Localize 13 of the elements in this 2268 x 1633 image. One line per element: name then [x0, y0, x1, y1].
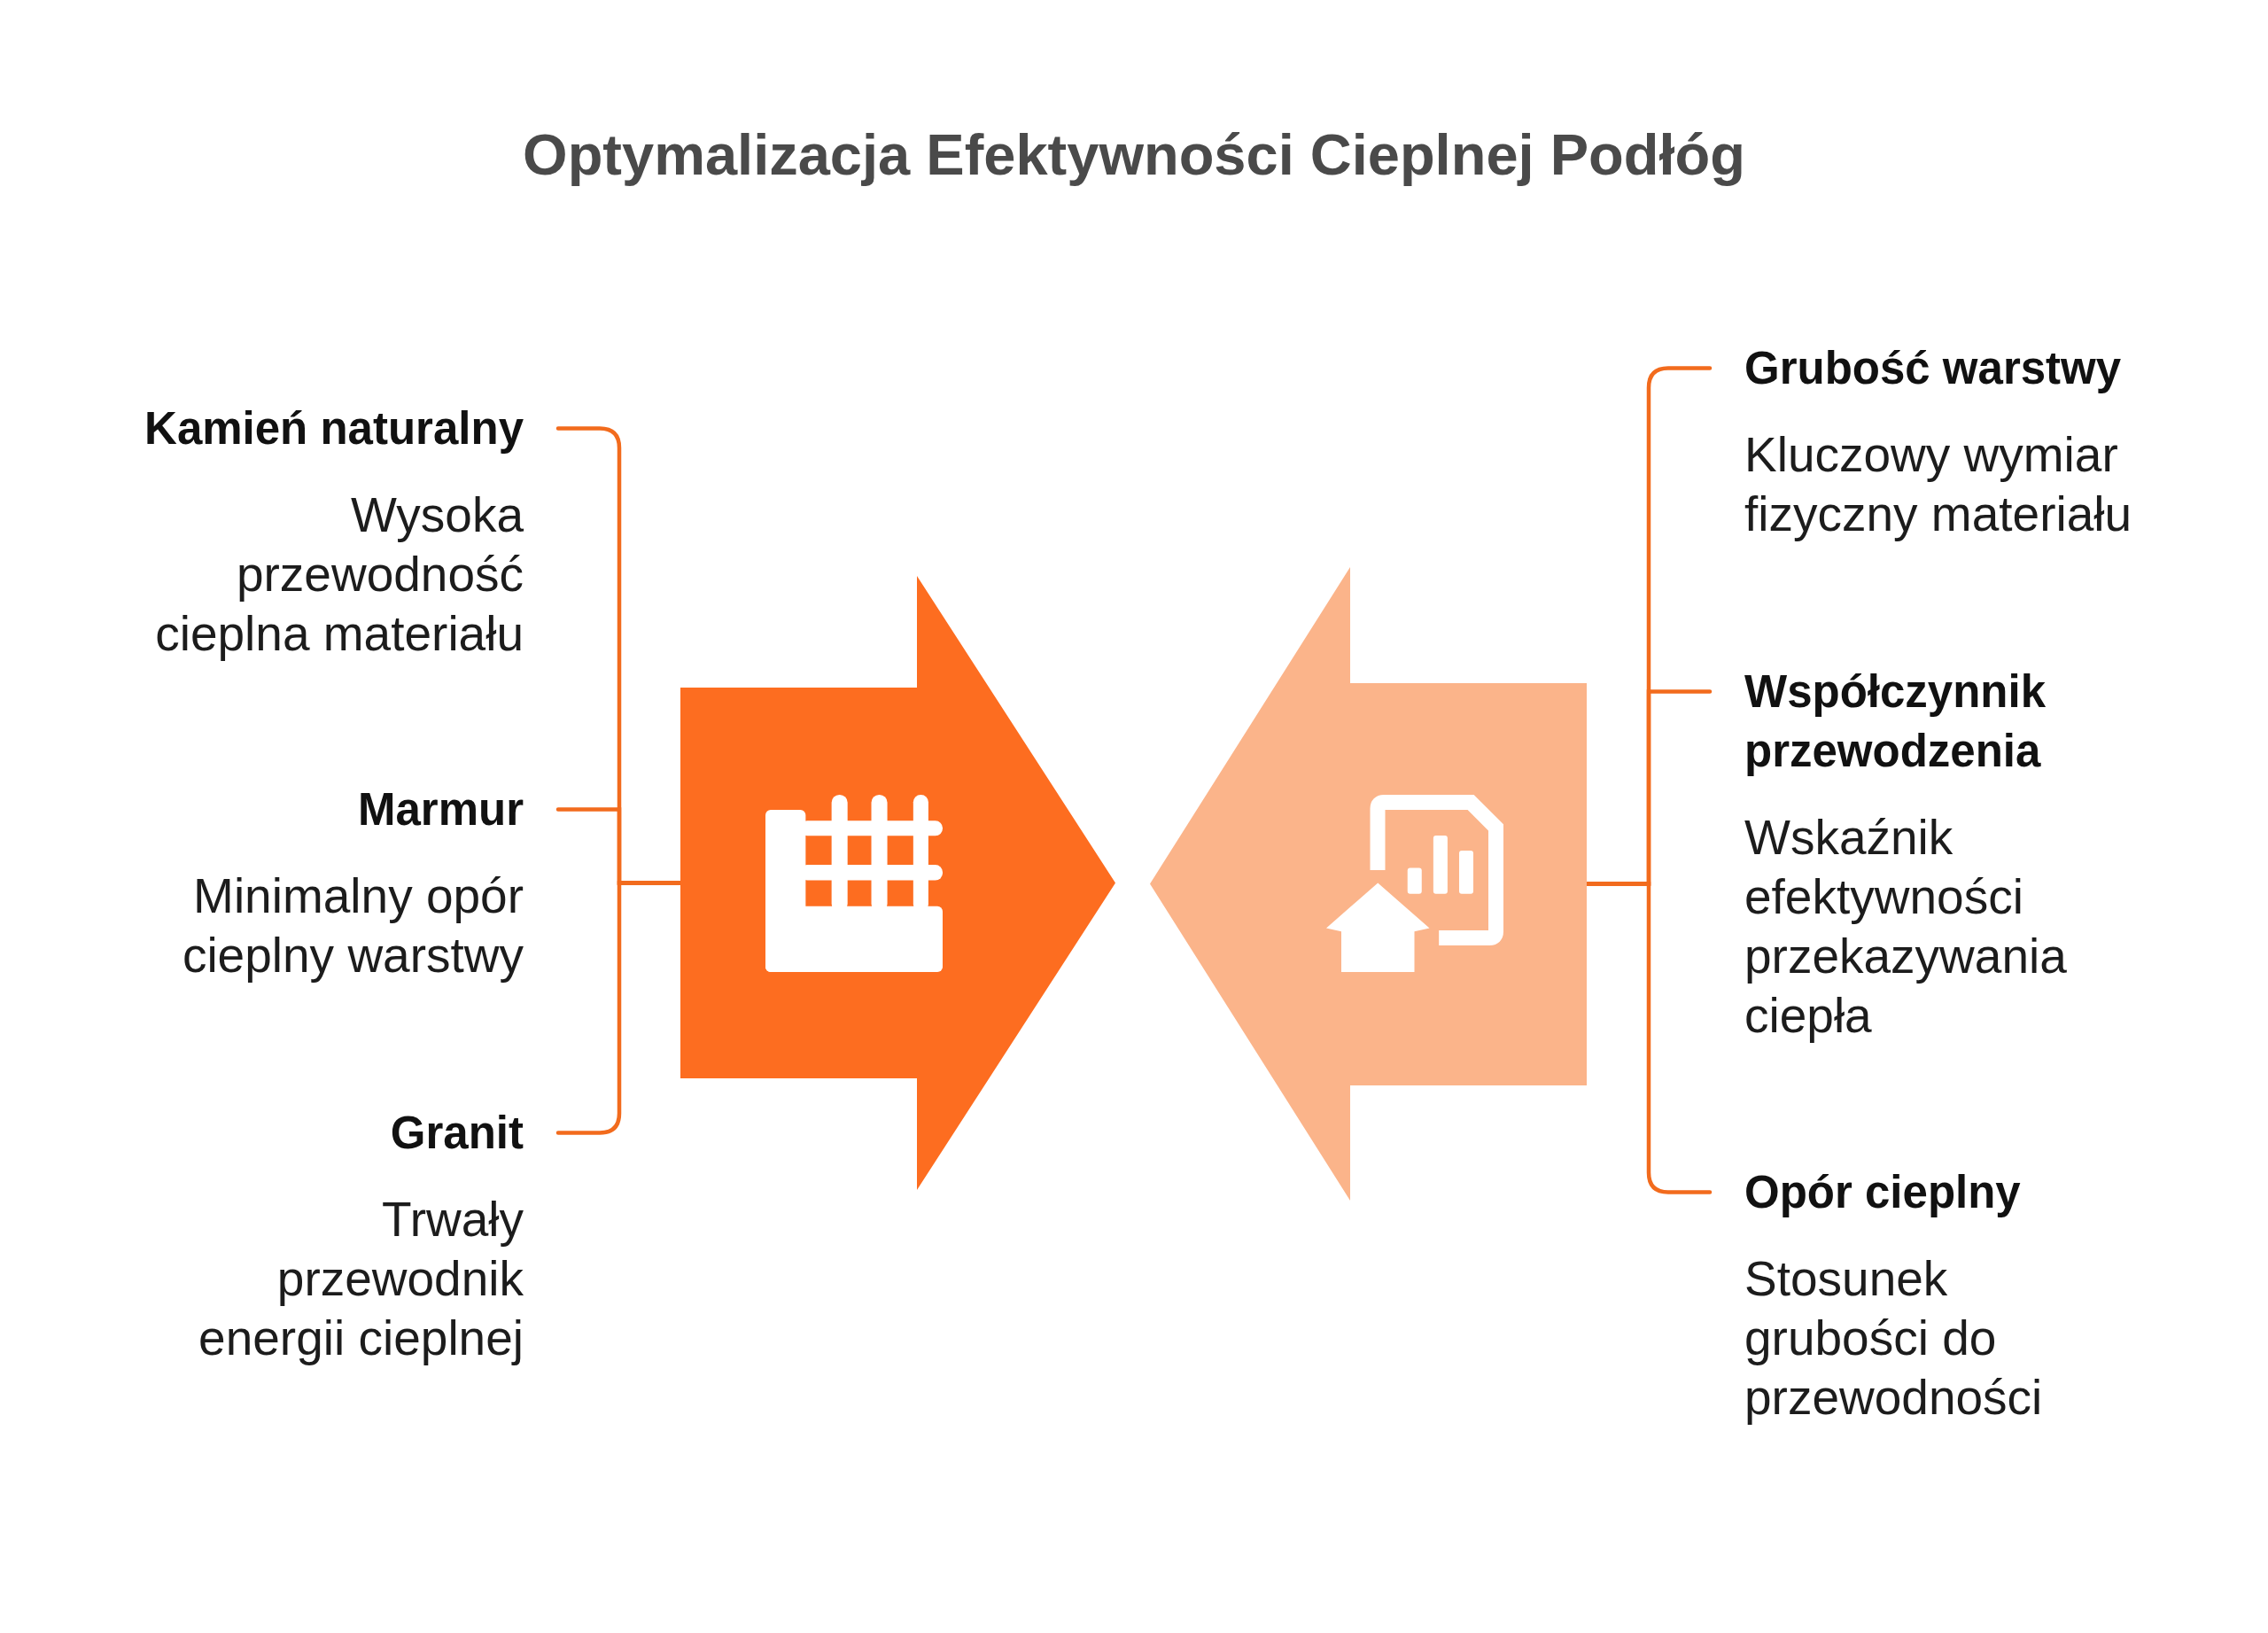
- item-description: Minimalny opór cieplny warstwy: [181, 867, 524, 984]
- item-title: Opór cieplny: [1744, 1166, 2022, 1219]
- diagram-title: Optymalizacja Efektywności Cieplnej Podłóg: [523, 121, 1745, 189]
- item-description: Stosunek grubości do przewodności: [1744, 1250, 2044, 1427]
- item-title: Granit: [389, 1107, 524, 1160]
- item-title: Kamień naturalny: [144, 402, 524, 455]
- item-description: Wysoka przewodność cieplna materiału: [154, 486, 524, 663]
- item-description: Kluczowy wymiar fizyczny materiału: [1744, 426, 2133, 543]
- item-title: Grubość warstwy: [1744, 342, 2123, 395]
- item-title: Współczynnik przewodzenia: [1744, 665, 2047, 778]
- item-description: Wskaźnik efektywności przekazywania ciepła: [1744, 809, 2068, 1045]
- item-description: Trwały przewodnik energii cieplnej: [198, 1191, 524, 1367]
- item-title: Marmur: [356, 783, 524, 836]
